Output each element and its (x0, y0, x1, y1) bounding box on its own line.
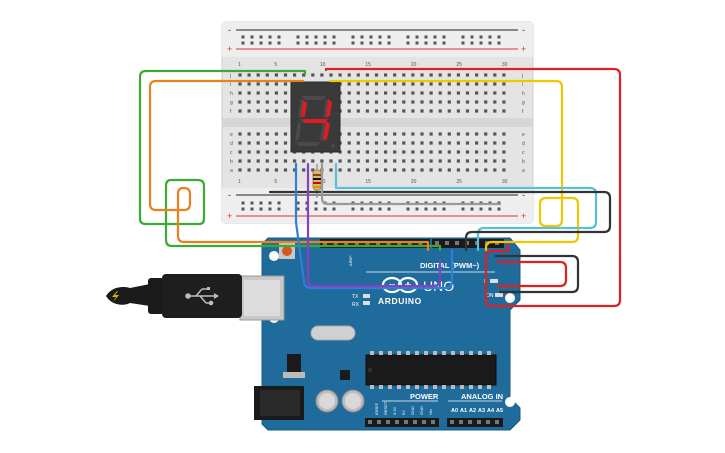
aref-label: AREF (348, 255, 353, 266)
power-analog-header-pins[interactable] (368, 420, 499, 424)
yellow-wire[interactable] (328, 79, 580, 252)
column-number: 25 (456, 62, 462, 68)
row-letter: e (522, 132, 525, 138)
capacitor-1 (315, 389, 339, 413)
power-pin-label: 3.3V (392, 406, 397, 415)
row-letter: i (522, 82, 523, 88)
row-letter: b (522, 159, 525, 165)
seven-segment-display[interactable]: 4 (0, 0, 341, 153)
row-letter: i (230, 82, 231, 88)
power-pin-label: IOREF (374, 402, 379, 415)
gray-wire[interactable] (320, 162, 502, 206)
dc-power-jack[interactable] (254, 386, 304, 420)
column-number: 1 (238, 62, 241, 68)
row-letter: h (230, 91, 233, 97)
analog-label: ANALOG IN (461, 392, 503, 401)
row-letter: f (230, 109, 232, 115)
rail-minus-bottom-right: - (522, 190, 525, 200)
column-number: 20 (411, 179, 417, 185)
rail-minus-top-right: - (522, 25, 525, 35)
green-wire[interactable] (138, 69, 442, 252)
analog-pin-label: A4 (487, 408, 495, 414)
column-number: 10 (320, 62, 326, 68)
rail-plus-top-right: + (521, 44, 526, 54)
brand-label: ARDUINO (378, 296, 422, 306)
capacitor-2 (341, 389, 365, 413)
on-led-label: ON (486, 293, 494, 299)
analog-pin-label: A5 (496, 408, 503, 414)
row-letter: f (522, 109, 524, 115)
column-number: 25 (456, 179, 462, 185)
row-letter: e (230, 132, 233, 138)
row-letter: c (230, 150, 233, 156)
rail-plus-top: + (227, 44, 232, 54)
arduino-uno-board[interactable]: AREF DIGITAL (PWM~) UNO ARDUINO TX RX L … (239, 237, 521, 431)
power-pin-label: GND (419, 406, 424, 415)
row-letter: c (522, 150, 525, 156)
power-label: POWER (410, 392, 439, 401)
red-loop-wire[interactable] (496, 260, 568, 288)
column-number: 1 (238, 179, 241, 185)
row-letter: j (229, 73, 231, 79)
tx-label: TX (352, 294, 359, 300)
row-letter: d (522, 141, 525, 147)
rx-label: RX (352, 302, 360, 308)
lit-segments-digit (301, 99, 332, 141)
lightning-icon (112, 291, 119, 302)
black-wire[interactable] (268, 190, 612, 252)
analog-pin-label: A2 (469, 408, 476, 414)
row-letter: a (522, 168, 525, 174)
power-pin-label: GND (410, 406, 415, 415)
cyan-wire[interactable] (334, 162, 598, 252)
column-number: 15 (365, 62, 371, 68)
black-wire-2[interactable] (494, 254, 580, 294)
wires (138, 67, 622, 308)
row-letter: d (230, 141, 233, 147)
red-wire[interactable] (324, 67, 622, 308)
row-letter: b (230, 159, 233, 165)
rail-minus-top: - (228, 25, 231, 35)
analog-pin-label: A1 (460, 408, 467, 414)
digital-label: DIGITAL (PWM~) (420, 261, 480, 270)
column-number: 5 (274, 179, 277, 185)
rail-plus-bottom: + (227, 211, 232, 221)
analog-pin-label: A3 (478, 408, 485, 414)
power-pin-label: Vin (428, 409, 433, 415)
rail-plus-bottom-right: + (521, 211, 526, 221)
orange-wire[interactable] (148, 79, 430, 252)
row-letter: g (230, 100, 233, 106)
column-number: 30 (502, 62, 508, 68)
row-letter: j (521, 73, 523, 79)
usb-icon (185, 287, 219, 306)
analog-pin-label: A0 (451, 408, 458, 414)
power-pin-label: 5V (401, 410, 406, 415)
usb-cable[interactable] (106, 274, 242, 318)
row-letter: h (522, 91, 525, 97)
rail-minus-bottom: - (228, 190, 231, 200)
column-number: 5 (274, 62, 277, 68)
row-letter: a (230, 168, 233, 174)
row-letter: g (522, 100, 525, 106)
model-label: UNO (423, 278, 454, 294)
power-pin-label: RESET (383, 401, 388, 415)
column-number: 15 (365, 179, 371, 185)
display-digit-value: 4 (0, 0, 1, 1)
usb-port[interactable] (239, 275, 285, 321)
column-number: 30 (502, 179, 508, 185)
column-number: 20 (411, 62, 417, 68)
blue-wire[interactable] (294, 162, 454, 290)
purple-wire[interactable] (306, 162, 442, 288)
